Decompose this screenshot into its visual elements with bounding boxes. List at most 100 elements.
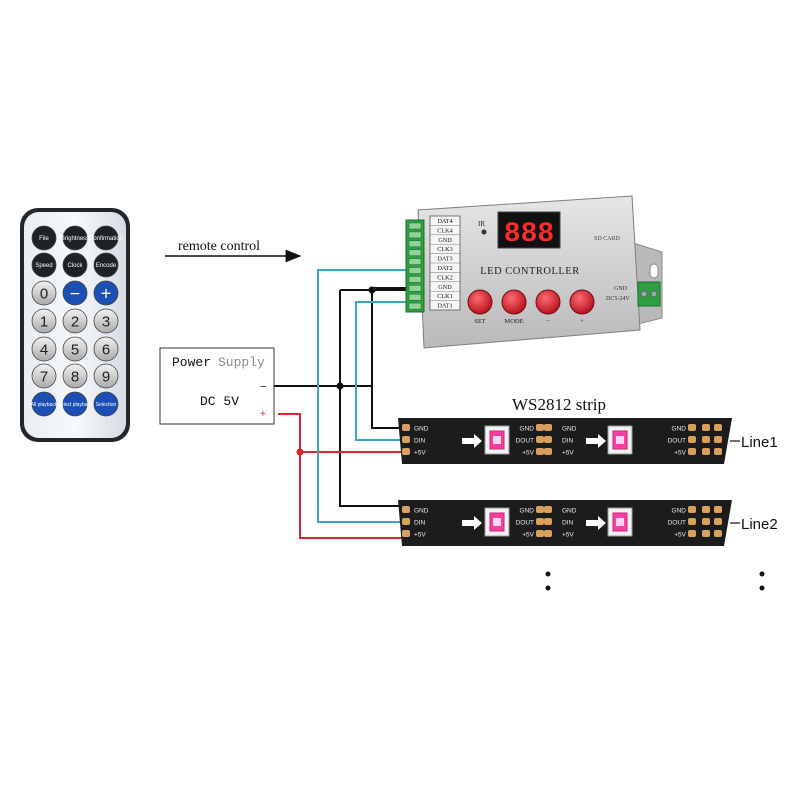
remote-key[interactable]: 6 — [93, 336, 119, 362]
solder-pad — [402, 518, 410, 525]
power-input-label: DC5-24V — [606, 296, 630, 302]
ir-label: IR — [478, 220, 485, 228]
pad-label: +5V — [522, 450, 534, 457]
remote-key-cap — [62, 336, 88, 362]
data-direction-arrow — [462, 516, 482, 530]
pad-label: GND — [672, 426, 687, 433]
pad-label: GND — [520, 426, 535, 433]
data-direction-arrow — [462, 434, 482, 448]
pad-label: +5V — [414, 532, 426, 539]
solder-pad — [714, 506, 722, 513]
solder-pad — [536, 530, 544, 537]
remote-key[interactable]: 2 — [62, 308, 88, 334]
remote-key-label: Encode — [96, 263, 117, 269]
remote-key[interactable]: All playback — [31, 391, 58, 417]
pad-label: DIN — [562, 520, 574, 527]
ellipsis-dot — [545, 571, 551, 577]
terminal-slot — [408, 302, 422, 310]
remote-key-label: Speed — [35, 263, 52, 269]
controller-button[interactable]: + — [569, 289, 595, 325]
solder-pad — [688, 436, 696, 443]
ellipsis-dot — [759, 571, 765, 577]
remote-key[interactable]: 1 — [31, 308, 57, 334]
remote-key[interactable]: 4 — [31, 336, 57, 362]
remote-key-label: 5 — [71, 341, 79, 358]
solder-pad — [702, 436, 710, 443]
remote-key[interactable]: 7 — [31, 363, 57, 389]
solder-pad — [544, 518, 552, 525]
pin-label: DAT1 — [437, 303, 452, 310]
pin-label: DAT4 — [437, 218, 452, 225]
remote-control-label: remote control — [178, 239, 260, 254]
pad-label: DIN — [414, 520, 426, 527]
pin-label: DAT2 — [437, 265, 452, 272]
remote-key-cap — [62, 363, 88, 389]
ws2812-strip: GNDDIN+5VGNDDOUT+5VGNDDIN+5VGNDDOUT+5VLi… — [398, 500, 778, 546]
controller-button-cap — [501, 289, 527, 315]
remote-key[interactable]: − — [62, 280, 88, 306]
pad-label: GND — [414, 508, 429, 515]
remote-key-label: 0 — [40, 285, 48, 302]
terminal-slot — [408, 249, 422, 256]
remote-key-label: 3 — [102, 313, 110, 330]
pad-label: DOUT — [516, 520, 534, 527]
remote-key-label: 9 — [102, 368, 110, 385]
solder-pad — [688, 530, 696, 537]
solder-pad — [544, 448, 552, 455]
junction-dot — [336, 382, 344, 390]
remote-key[interactable]: 8 — [62, 363, 88, 389]
pad-label: DOUT — [668, 438, 686, 445]
mounting-hole — [649, 263, 659, 279]
controller-button[interactable]: − — [535, 289, 561, 325]
remote-key[interactable]: Selection — [93, 391, 119, 417]
remote-key[interactable]: Encode — [93, 252, 119, 278]
remote-key[interactable]: Select playback — [57, 391, 93, 417]
wires — [274, 269, 408, 539]
remote-key-label: − — [70, 283, 81, 303]
data-wire-line2 — [317, 269, 408, 523]
ellipsis-dot — [545, 585, 551, 591]
remote-key-cap — [31, 336, 57, 362]
controller-button[interactable]: MODE — [501, 289, 527, 325]
solder-pad — [688, 448, 696, 455]
pin-label: CLK1 — [437, 293, 452, 300]
pad-label: DIN — [414, 438, 426, 445]
controller-button[interactable]: SET — [467, 289, 493, 325]
pad-label: +5V — [562, 450, 574, 457]
remote-key-cap — [93, 225, 119, 251]
remote-key-label: Brightness — [61, 236, 89, 242]
strip-body — [398, 418, 732, 464]
solder-pad — [402, 530, 410, 537]
remote-key[interactable]: 3 — [93, 308, 119, 334]
remote-key[interactable]: 9 — [93, 363, 119, 389]
remote-key[interactable]: Speed — [31, 252, 57, 278]
remote-key[interactable]: 5 — [62, 336, 88, 362]
minus-terminal-label: − — [260, 381, 266, 393]
remote-key[interactable]: Clock — [62, 252, 88, 278]
solder-pad — [688, 518, 696, 525]
remote-key[interactable]: Brightness — [61, 225, 89, 251]
ir-receiver — [481, 229, 487, 235]
terminal-slot — [408, 293, 422, 301]
remote-key-cap — [93, 336, 119, 362]
remote-key-label: 4 — [40, 341, 48, 358]
remote-key-cap — [62, 280, 88, 306]
pad-label: GND — [414, 426, 429, 433]
remote-key-cap — [62, 225, 88, 251]
remote-key-label: 6 — [102, 341, 110, 358]
remote-key[interactable]: + — [93, 280, 119, 306]
solder-pad — [536, 518, 544, 525]
continuation-dots — [545, 571, 765, 591]
pad-label: DOUT — [516, 438, 534, 445]
line-label: Line2 — [741, 516, 778, 533]
solder-pad — [702, 518, 710, 525]
solder-pad — [714, 436, 722, 443]
solder-pad — [402, 436, 410, 443]
solder-pad — [402, 506, 410, 513]
controller-button-label: + — [580, 318, 584, 325]
remote-key[interactable]: 0 — [31, 280, 57, 306]
led-die — [493, 436, 501, 444]
remote-key[interactable]: Confirmation — [89, 225, 123, 251]
remote-key[interactable]: File — [31, 225, 57, 251]
pad-label: GND — [520, 508, 535, 515]
